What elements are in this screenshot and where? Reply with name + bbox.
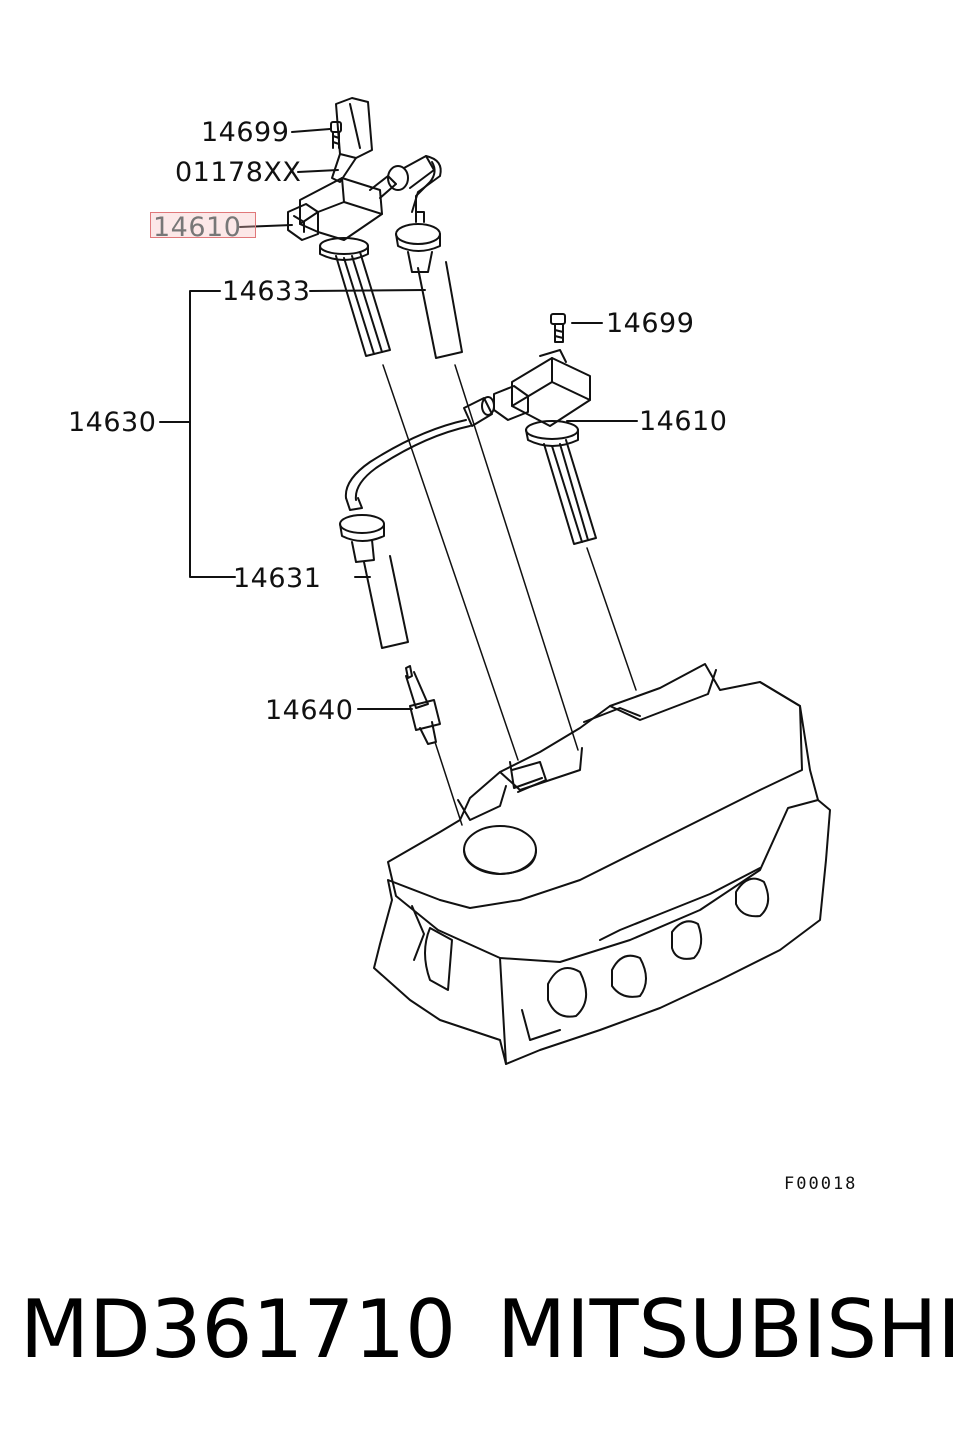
callout-14631: 14631 (233, 563, 322, 594)
callout-01178xx: 01178XX (175, 157, 302, 188)
callout-14633: 14633 (222, 276, 311, 307)
cylinder-head (373, 663, 831, 1065)
spark-plug (405, 665, 441, 745)
bolt-right (550, 313, 566, 343)
figure-code: F00018 (784, 1174, 858, 1194)
callout-14610-highlighted: 14610 (153, 212, 242, 243)
brand-name: MITSUBISHI (497, 1283, 960, 1376)
assembly-lines (382, 364, 637, 826)
callout-14699-right: 14699 (606, 308, 695, 339)
leader-lines (159, 128, 638, 710)
plug-cable-long (339, 396, 495, 649)
parts-diagram (159, 97, 831, 1065)
ignition-coil-right (493, 349, 597, 545)
callout-14610-right: 14610 (639, 406, 728, 437)
plug-cable-top (387, 155, 463, 359)
highlight-box (150, 212, 256, 238)
callout-14640: 14640 (265, 695, 354, 726)
bracket-and-bolt (330, 97, 373, 183)
callout-14630: 14630 (68, 407, 157, 438)
callout-14699-top: 14699 (201, 117, 290, 148)
caption: MD361710 MITSUBISHI (0, 1290, 960, 1390)
part-number: MD361710 (20, 1283, 457, 1376)
ignition-coil-top (287, 175, 397, 357)
